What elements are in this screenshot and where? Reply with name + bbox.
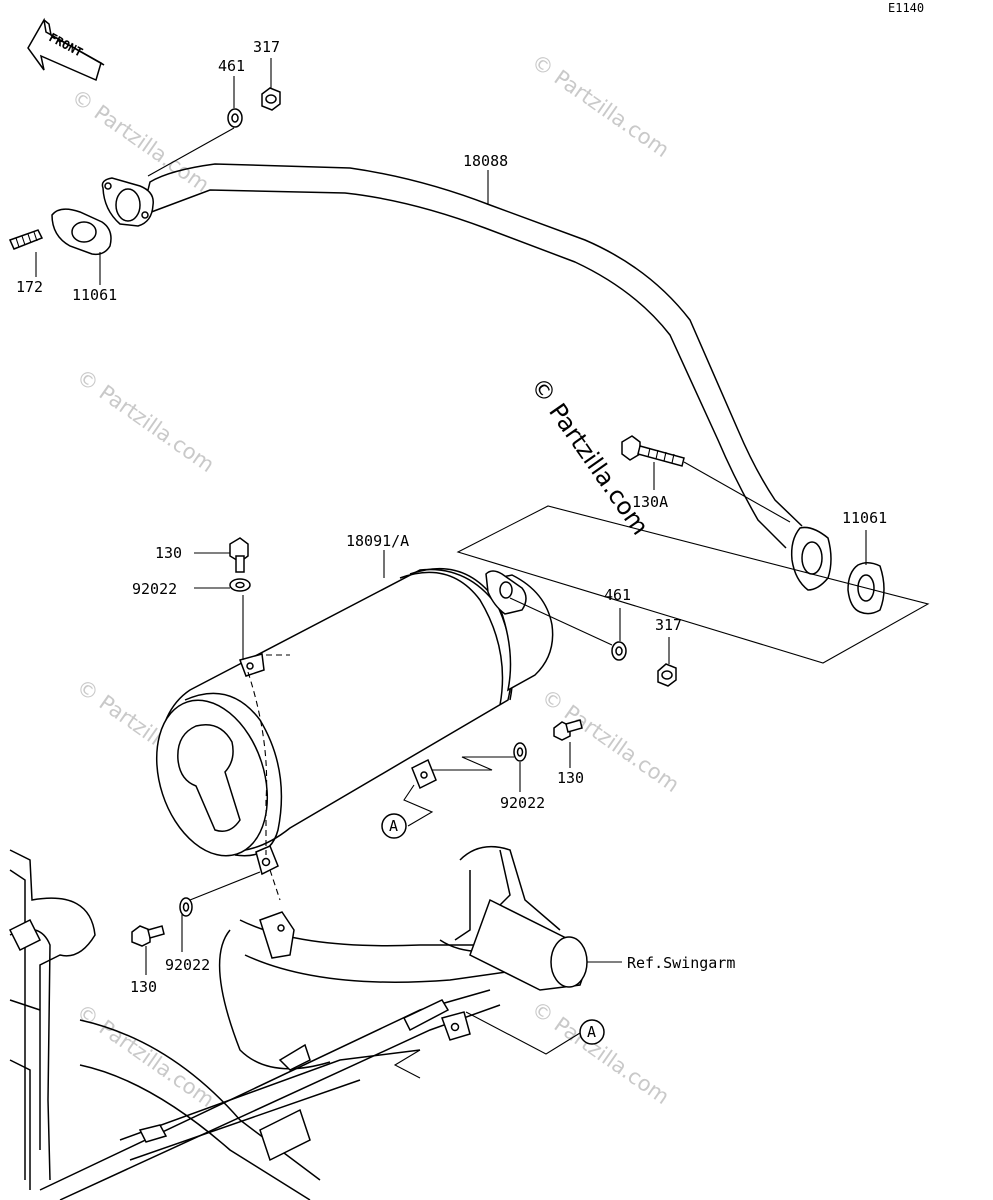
label-130-right: 130: [557, 769, 584, 787]
callout-a-left: A: [381, 813, 407, 839]
label-18088: 18088: [463, 152, 508, 170]
muffler: [155, 567, 554, 876]
exhaust-pipe: [101, 163, 832, 591]
nut-317-mid: [657, 663, 677, 687]
diagram-id: E1140: [888, 1, 924, 15]
watermark: © Partzilla.com: [527, 996, 674, 1109]
label-317-top: 317: [253, 38, 280, 56]
gasket-left: [51, 208, 112, 256]
bolt-130-bottom: [131, 925, 165, 947]
frame: [8, 845, 588, 1200]
label-92022-bottom: 92022: [165, 956, 210, 974]
bolt-130-right: [553, 719, 583, 741]
watermark: © Partzilla.com: [67, 84, 214, 197]
front-arrow-icon: FRONT: [27, 17, 105, 82]
label-130-top: 130: [155, 544, 182, 562]
label-ref-swingarm: Ref.Swingarm: [627, 954, 735, 972]
label-11061-left: 11061: [72, 286, 117, 304]
svg-text:A: A: [587, 1023, 596, 1041]
watermark: © Partzilla.com: [72, 364, 219, 477]
washer-92022-right: [513, 742, 527, 762]
bolt-130a: [621, 435, 685, 467]
label-18091a: 18091/A: [346, 532, 409, 550]
nut-top: [261, 87, 281, 111]
label-130-bottom: 130: [130, 978, 157, 996]
label-92022-top: 92022: [132, 580, 177, 598]
watermark: © Partzilla.com: [527, 49, 674, 162]
part-labels: 317 461 18088 172 11061 130A 11061 130 1…: [16, 38, 887, 996]
stud-bolt: [8, 229, 44, 250]
washer-92022-bottom: [179, 897, 193, 917]
watermark: © Partzilla.com: [72, 999, 219, 1112]
washer-461-mid: [611, 641, 627, 661]
label-172: 172: [16, 278, 43, 296]
label-130a: 130A: [632, 493, 668, 511]
reference-box: [456, 505, 930, 664]
label-461-mid: 461: [604, 586, 631, 604]
label-11061-right: 11061: [842, 509, 887, 527]
bolt-130-top: [229, 537, 249, 573]
label-461-top: 461: [218, 57, 245, 75]
callout-a-right: A: [579, 1019, 605, 1045]
leader-lines: [35, 58, 867, 1079]
dashed-ref: [247, 671, 268, 855]
washer-top: [227, 108, 243, 128]
label-317-mid: 317: [655, 616, 682, 634]
washer-92022-top: [229, 578, 251, 592]
svg-text:A: A: [389, 817, 398, 835]
label-92022-right: 92022: [500, 794, 545, 812]
dashed-ref: [269, 869, 281, 901]
